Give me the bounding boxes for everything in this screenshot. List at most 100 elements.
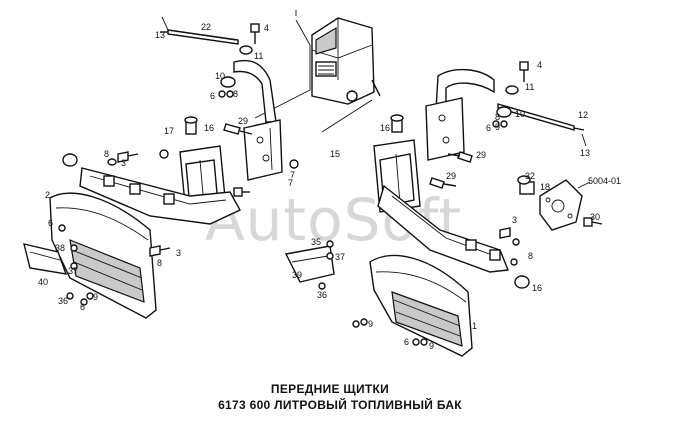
callout-35: 35 [311, 237, 321, 247]
callout-30: 30 [590, 212, 600, 222]
callout-13: 13 [580, 148, 590, 158]
callout-11: 11 [254, 51, 263, 61]
nut-37-left [70, 262, 78, 270]
callout-4: 4 [264, 23, 269, 33]
nut-9-right-mid [360, 318, 368, 326]
callout-10: 10 [215, 71, 225, 81]
nut-6-right-bottom [412, 338, 420, 346]
nut-32 [517, 175, 531, 185]
support-arm-left [233, 59, 283, 181]
frame-bar-left [79, 167, 241, 225]
washer-7-left [159, 149, 169, 159]
leader-cab-right [321, 99, 373, 133]
nut-38 [70, 244, 78, 252]
nut-35 [326, 240, 334, 248]
callout-16: 16 [532, 283, 542, 293]
rod-12 [497, 103, 585, 131]
washer-7-center [289, 159, 299, 169]
callout-6: 6 [48, 218, 53, 228]
callout-18: 18 [540, 182, 550, 192]
cap-16-left [62, 153, 78, 167]
mudguard-1-right [369, 254, 473, 357]
callout-13: 13 [155, 30, 165, 40]
plate-5004-01 [539, 179, 583, 231]
callout-5004-01: 5004-01 [588, 176, 621, 186]
nut-8-right [510, 258, 518, 266]
callout-3: 3 [121, 158, 126, 168]
bracket-39 [284, 245, 335, 283]
callout-8: 8 [157, 258, 162, 268]
callout-9: 9 [93, 292, 98, 302]
callout-9: 9 [429, 341, 434, 351]
nut-9-right-bottom [420, 338, 428, 346]
callout-2: 2 [45, 190, 50, 200]
bolt-30 [583, 217, 603, 227]
callout-37: 37 [68, 266, 78, 276]
callout-32: 32 [525, 171, 535, 181]
callout-38: 38 [55, 243, 65, 253]
callout-39: 39 [292, 270, 302, 280]
callout-9: 9 [495, 122, 500, 132]
callout-8: 8 [495, 112, 500, 122]
callout-40: 40 [38, 277, 48, 287]
bracket-40 [23, 243, 68, 275]
callout-15: 15 [330, 149, 340, 159]
leader-22 [161, 16, 169, 31]
leader-5004 [577, 181, 591, 189]
callout-6: 6 [404, 337, 409, 347]
rod-22 [160, 29, 239, 45]
bolt-4-left [250, 23, 260, 44]
truck-cab [311, 17, 381, 105]
bolt-3-right [499, 227, 511, 239]
callout-labels: 22 13 4 11 10 6 8 29 17 16 2 8 3 7 6 38 … [38, 22, 621, 351]
callout-11: 11 [525, 82, 534, 92]
bolt-4-right [519, 61, 529, 82]
bolt-29-right-a [447, 151, 473, 163]
nut-6-bottom-left [80, 298, 88, 306]
nut-6-right-mid [352, 320, 360, 328]
callout-8: 8 [528, 251, 533, 261]
bolt-3-left-top [117, 151, 129, 163]
knob-16-right [390, 114, 404, 133]
callout-7: 7 [288, 178, 293, 188]
frame-bar-right [377, 184, 509, 273]
nut-11-right [505, 85, 519, 95]
callout-1: 1 [472, 321, 477, 331]
caption-title: ПЕРЕДНИЕ ЩИТКИ [270, 382, 390, 396]
callout-7: 7 [290, 170, 295, 180]
callout-22: 22 [201, 22, 211, 32]
callout-3: 3 [176, 248, 181, 258]
cap-16-right [514, 275, 530, 289]
leader-cab-left [254, 10, 311, 119]
callout-16: 16 [380, 123, 390, 133]
callout-6: 6 [210, 91, 215, 101]
callout-37: 37 [335, 252, 345, 262]
callout-29: 29 [238, 116, 248, 126]
leader-13-right [581, 133, 587, 147]
callout-16: 16 [204, 123, 214, 133]
callout-17: 17 [164, 126, 174, 136]
callout-29: 29 [476, 150, 486, 160]
nut-7-right [512, 238, 520, 246]
callout-8: 8 [233, 89, 238, 99]
callout-4: 4 [537, 60, 542, 70]
callout-12: 12 [578, 110, 588, 120]
nut-36-left [66, 292, 74, 300]
bolt-3-left-bottom [149, 245, 161, 257]
caption-subtitle: 6173 600 ЛИТРОВЫЙ ТОПЛИВНЫЙ БАК [218, 398, 462, 412]
knob-16-left [184, 116, 198, 135]
bolt-29-left [223, 123, 253, 135]
nut-37-right [326, 252, 334, 260]
callout-6: 6 [486, 123, 491, 133]
clip-10-left [220, 76, 236, 88]
callout-8: 8 [104, 149, 109, 159]
support-arm-right [425, 69, 495, 161]
callout-6: 6 [80, 302, 85, 312]
clip-10-right [496, 106, 512, 118]
bolt-29-right-b [429, 177, 457, 189]
callout-29: 29 [446, 171, 456, 181]
bolt-7-left [233, 187, 250, 197]
nut-6-left [58, 224, 66, 232]
nut-9-left [86, 292, 94, 300]
